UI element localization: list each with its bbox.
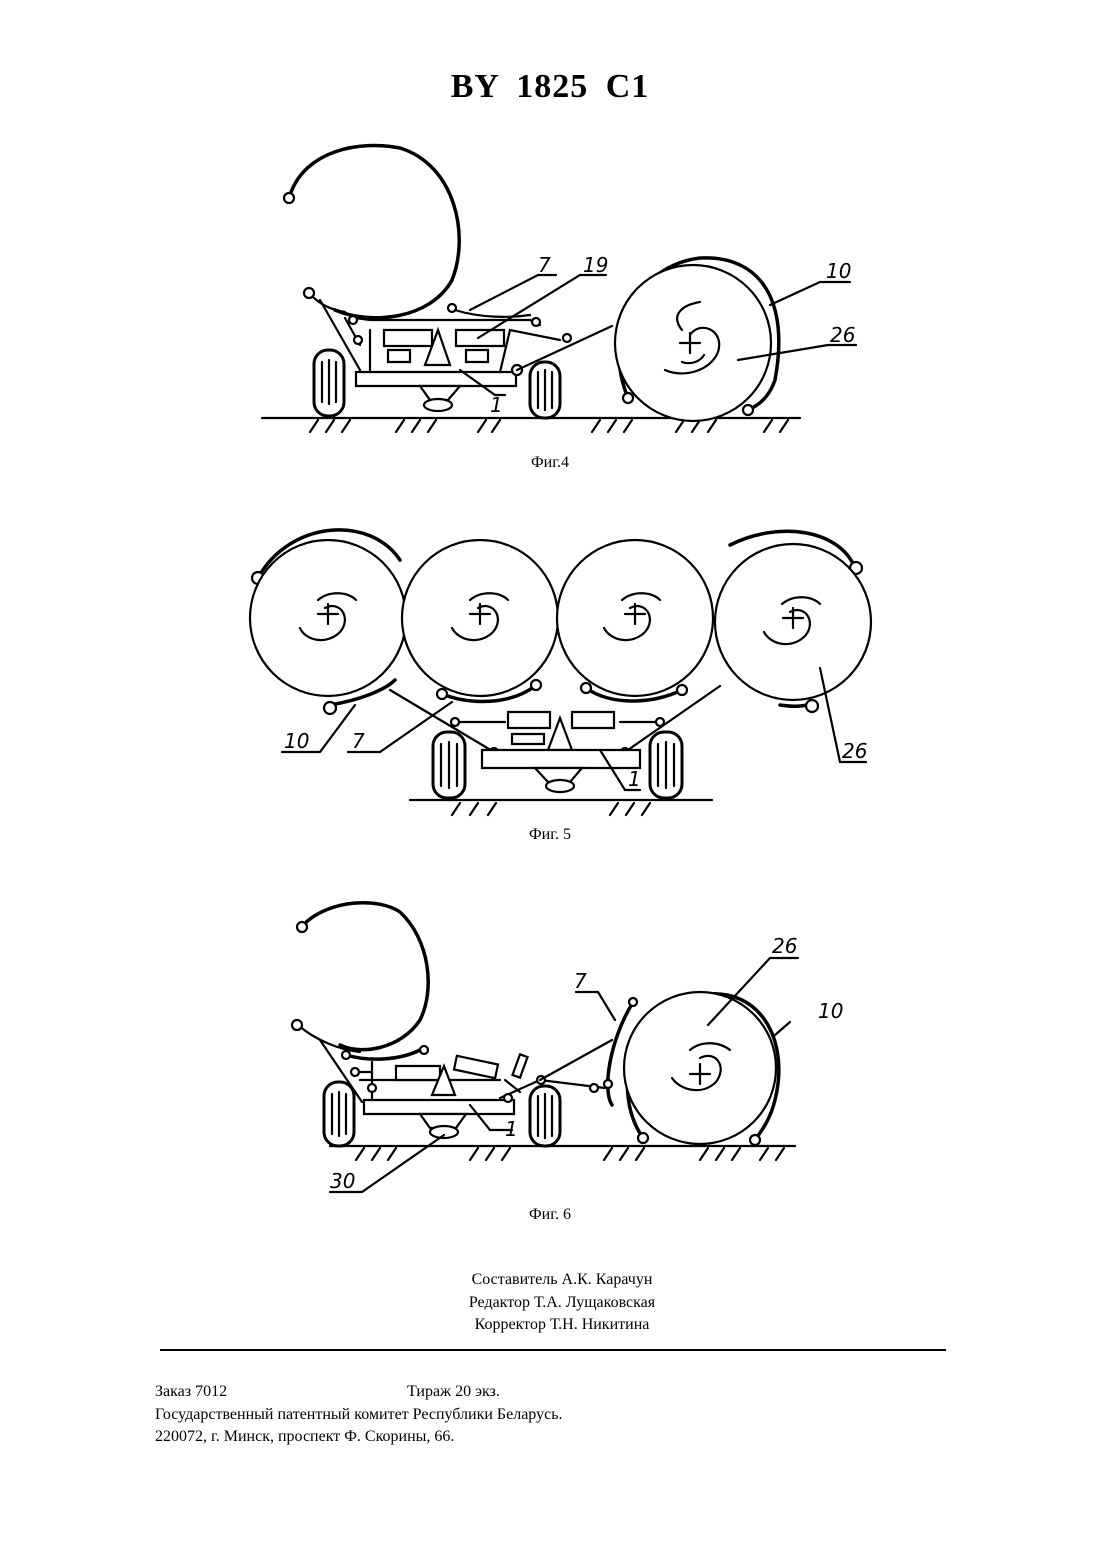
label-7: 7: [538, 253, 551, 277]
compiler-line: Составитель А.К. Карачун: [24, 1269, 1100, 1292]
chassis-frame: [356, 372, 516, 386]
ground-hatching: [310, 420, 788, 432]
label-7: 7: [352, 729, 365, 753]
label-10: 10: [826, 259, 851, 283]
figure-4-caption: Фиг.4: [0, 454, 1100, 472]
label-10: 10: [818, 999, 843, 1023]
gearbox-left: [396, 1066, 440, 1080]
rotor-disc-1: [250, 540, 406, 696]
label-7: 7: [574, 969, 587, 993]
gearbox-right: [454, 1056, 498, 1078]
proofreader-line: Корректор Т.Н. Никитина: [24, 1314, 1100, 1337]
figure-5-drawing: 10 7 26 1: [0, 510, 1100, 830]
address-line: 220072, г. Минск, проспект Ф. Скорины, 6…: [155, 1426, 563, 1449]
chassis-frame: [482, 750, 640, 768]
rotor-disc-4: [715, 544, 871, 700]
patent-number-title: BY 1825 C1: [0, 68, 1100, 106]
chassis-frame: [364, 1100, 514, 1114]
editor-line: Редактор Т.А. Лущаковская: [24, 1292, 1100, 1315]
label-1: 1: [490, 393, 503, 417]
rotor-disc-2: [402, 540, 558, 696]
label-30: 30: [330, 1169, 355, 1193]
credits-block: Составитель А.К. Карачун Редактор Т.А. Л…: [0, 1269, 1100, 1337]
raised-rake-arc: [303, 903, 428, 1050]
rake-end-knob: [284, 193, 294, 203]
gearbox-right: [572, 712, 614, 728]
order-number: Заказ 7012: [155, 1381, 407, 1404]
label-26: 26: [830, 323, 855, 347]
figure-5-caption: Фиг. 5: [0, 826, 1100, 844]
ground-hatching: [356, 1148, 784, 1160]
raised-rake-arc: [290, 145, 459, 317]
figure-6-caption: Фиг. 6: [0, 1206, 1100, 1224]
label-19: 19: [583, 253, 608, 277]
organization-line: Государственный патентный комитет Респуб…: [155, 1404, 563, 1427]
gearbox-left: [508, 712, 550, 728]
figure-4-drawing: 7 19 10 26 1: [0, 135, 1100, 455]
label-1: 1: [628, 767, 641, 791]
label-26: 26: [842, 739, 867, 763]
order-line: Заказ 7012Тираж 20 экз.: [155, 1381, 563, 1404]
figure-6-drawing: 26 7 10 1 30: [0, 895, 1100, 1205]
footer-divider: [160, 1349, 946, 1351]
label-1: 1: [505, 1117, 518, 1141]
label-10: 10: [284, 729, 309, 753]
ground-hatching: [452, 803, 650, 815]
rotor-disc-3: [557, 540, 713, 696]
label-26: 26: [772, 934, 797, 958]
publication-footer: Заказ 7012Тираж 20 экз. Государственный …: [155, 1381, 563, 1449]
gearbox-left: [384, 330, 432, 346]
circulation: Тираж 20 экз.: [407, 1381, 500, 1404]
